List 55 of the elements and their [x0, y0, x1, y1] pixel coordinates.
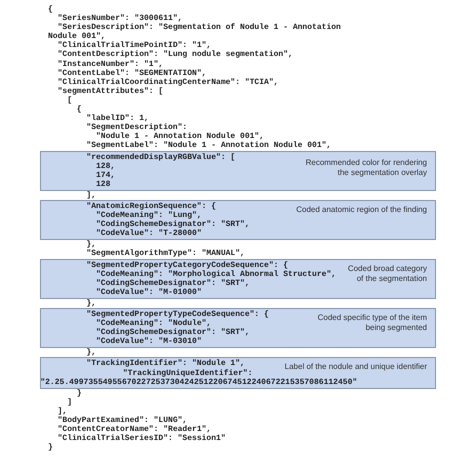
highlight-box	[40, 150, 436, 191]
code-line: "ContentCreatorName": "Reader1",	[58, 425, 212, 434]
code-line: },	[86, 240, 96, 250]
code-line: },	[86, 298, 96, 308]
code-line: "InstanceNumber": "1",	[58, 60, 164, 69]
code-line: "CodingSchemeDesignator": "SRT",	[96, 328, 250, 338]
code-line: "labelID": 1,	[86, 114, 149, 124]
code-line: {	[76, 105, 82, 114]
code-line: "segmentAttributes": [	[58, 86, 164, 96]
code-line: "AnatomicRegionSequence": {	[86, 202, 216, 211]
code-line: "recommendedDisplayRGBValue": [	[86, 152, 236, 162]
code-line: "TrackingUniqueIdentifier":	[122, 368, 252, 378]
code-line: "ClinicalTrialTimePointID": "1",	[58, 41, 212, 50]
code-line: ]	[67, 398, 72, 407]
annotation-text: Label of the nodule and unique identifier	[284, 362, 427, 372]
highlight-box	[40, 258, 436, 299]
code-line: 128,	[96, 162, 116, 171]
code-line: "SeriesNumber": "3000611",	[58, 14, 182, 24]
code-line: "SegmentDescription":	[86, 123, 188, 132]
code-line: "CodeValue": "T-28000"	[96, 229, 202, 238]
code-line: "CodingSchemeDesignator": "SRT",	[96, 278, 250, 288]
code-line: "ContentLabel": "SEGMENTATION",	[58, 68, 206, 78]
highlight-box	[40, 200, 436, 240]
code-line: "CodeMeaning": "Lung",	[96, 211, 202, 220]
code-line: "CodeMeaning": "Morphological Abnormal Structure",	[96, 270, 336, 279]
code-line: "BodyPartExamined": "LUNG",	[58, 416, 188, 426]
code-line: "ClinicalTrialCoordinatingCenterName": "TCIA",	[58, 78, 278, 87]
code-line: "ContentDescription": "Lung nodule segmentation",	[58, 50, 293, 60]
code-line: },	[86, 348, 96, 358]
code-line: [	[67, 96, 72, 106]
code-line: ],	[58, 406, 68, 416]
code-line: "2.25.49973554955670227253730424251220674512240672215357086112450"	[40, 378, 358, 387]
annotation-text: Coded anatomic region of the finding	[295, 204, 427, 215]
code-line: "CodeValue": "M-01000"	[96, 288, 202, 297]
code-line: "CodeValue": "M-03010"	[96, 337, 202, 346]
code-line: ],	[86, 190, 96, 200]
code-line: 174,	[96, 170, 116, 180]
highlight-box	[40, 357, 436, 389]
code-line: {	[48, 5, 53, 14]
code-line: "SegmentAlgorithmType": "MANUAL",	[86, 249, 245, 259]
code-line: "SegmentLabel": "Nodule 1 - Annotation Nodule 001",	[86, 141, 332, 150]
code-line: }	[48, 443, 53, 452]
code-line: "SegmentedPropertyTypeCodeSequence": {	[86, 310, 269, 319]
code-line: "CodeMeaning": "Nodule",	[96, 319, 212, 328]
code-line: "CodingSchemeDesignator": "SRT",	[96, 220, 250, 230]
annotation-text: Coded specific type of the item being segmented	[316, 313, 427, 333]
code-line: "SeriesDescription": "Segmentation of Nodule 1 - Annotation Nodule 001",	[48, 23, 342, 42]
code-line: "SegmentedPropertyCategoryCodeSequence": {	[86, 260, 288, 270]
code-line: "Nodule 1 - Annotation Nodule 001",	[96, 132, 264, 142]
highlight-box	[40, 308, 436, 348]
code-line: "ClinicalTrialSeriesID": "Session1"	[58, 434, 226, 444]
annotation-text: Recommended color for rendering the segmentation overlay	[304, 158, 427, 178]
code-line: "TrackingIdentifier": "Nodule 1",	[86, 359, 245, 369]
annotation-text: Coded broad category of the segmentation	[347, 264, 427, 284]
code-line: 128	[96, 180, 110, 189]
